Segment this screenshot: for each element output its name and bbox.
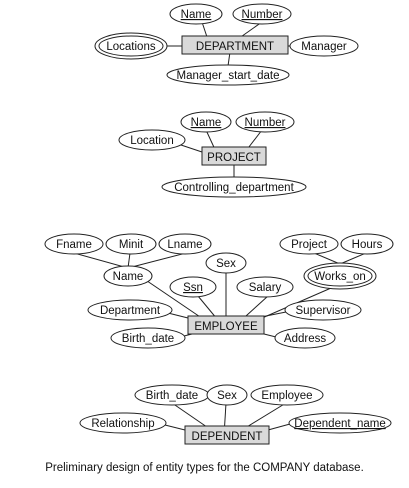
svg-text:Name: Name bbox=[191, 117, 222, 129]
svg-text:Employee: Employee bbox=[261, 390, 312, 402]
attr-project-name: Name bbox=[180, 111, 232, 133]
svg-text:Birth_date: Birth_date bbox=[146, 390, 198, 402]
svg-text:Salary: Salary bbox=[249, 282, 282, 294]
svg-text:Name: Name bbox=[181, 9, 212, 21]
attr-dependent-birth-date: Birth_date bbox=[134, 384, 210, 406]
attr-employee-ssn: Ssn bbox=[169, 276, 217, 298]
attr-dependent-employee: Employee bbox=[250, 384, 324, 406]
attr-employee-project: Project bbox=[279, 233, 339, 255]
attr-employee-fname: Fname bbox=[44, 233, 104, 255]
svg-text:Department: Department bbox=[100, 305, 161, 317]
svg-text:Number: Number bbox=[242, 9, 283, 21]
attr-department-number: Number bbox=[232, 3, 292, 25]
dependent-entity: DEPENDENT bbox=[184, 425, 270, 445]
attr-employee-lname: Lname bbox=[158, 233, 212, 255]
attr-project-location: Location bbox=[118, 129, 186, 151]
department-entity: DEPARTMENT bbox=[181, 35, 289, 55]
svg-text:Fname: Fname bbox=[56, 239, 92, 251]
attr-department-name: Name bbox=[169, 3, 223, 25]
er-diagram: DEPARTMENT Name Number Locations Manager… bbox=[44, 3, 394, 445]
svg-text:Address: Address bbox=[284, 333, 326, 345]
employee-entity: EMPLOYEE bbox=[187, 315, 265, 335]
attr-employee-hours: Hours bbox=[340, 233, 394, 255]
svg-text:Birth_date: Birth_date bbox=[122, 333, 174, 345]
attr-employee-sex: Sex bbox=[205, 252, 247, 274]
svg-text:Minit: Minit bbox=[119, 239, 144, 251]
attr-department-locations: Locations bbox=[94, 32, 168, 60]
figure-caption: Preliminary design of entity types for t… bbox=[45, 462, 364, 474]
svg-text:Locations: Locations bbox=[106, 41, 155, 53]
svg-text:Manager: Manager bbox=[301, 41, 347, 53]
svg-text:Works_on: Works_on bbox=[314, 271, 366, 283]
svg-text:Ssn: Ssn bbox=[183, 282, 203, 294]
attr-employee-salary: Salary bbox=[236, 276, 294, 298]
svg-text:Sex: Sex bbox=[217, 390, 237, 402]
attr-department-manager: Manager bbox=[289, 35, 359, 57]
attr-employee-name: Name bbox=[103, 265, 153, 287]
svg-text:Hours: Hours bbox=[352, 239, 383, 251]
svg-text:Lname: Lname bbox=[167, 239, 202, 251]
attr-employee-works-on: Works_on bbox=[303, 262, 377, 290]
project-entity: PROJECT bbox=[201, 146, 267, 166]
project-label: PROJECT bbox=[207, 152, 261, 164]
attr-employee-birth-date: Birth_date bbox=[110, 327, 186, 349]
svg-text:Supervisor: Supervisor bbox=[296, 305, 351, 317]
svg-text:Name: Name bbox=[113, 271, 144, 283]
attr-dependent-sex: Sex bbox=[206, 384, 248, 406]
attr-project-number: Number bbox=[235, 111, 295, 133]
attr-employee-address: Address bbox=[274, 327, 336, 349]
svg-text:Project: Project bbox=[291, 239, 328, 251]
attr-dependent-relationship: Relationship bbox=[79, 412, 167, 434]
attr-employee-supervisor: Supervisor bbox=[284, 299, 362, 321]
attr-employee-department: Department bbox=[87, 299, 173, 321]
svg-text:Number: Number bbox=[245, 117, 286, 129]
svg-text:Sex: Sex bbox=[216, 258, 236, 270]
attr-department-manager-start-date: Manager_start_date bbox=[166, 64, 290, 86]
svg-text:Manager_start_date: Manager_start_date bbox=[177, 70, 280, 82]
svg-text:Dependent_name: Dependent_name bbox=[294, 418, 385, 430]
svg-text:Relationship: Relationship bbox=[91, 418, 154, 430]
employee-label: EMPLOYEE bbox=[194, 321, 258, 333]
attr-dependent-dependent-name: Dependent_name bbox=[288, 412, 392, 434]
attr-employee-minit: Minit bbox=[105, 233, 157, 255]
department-label: DEPARTMENT bbox=[196, 41, 274, 53]
attr-project-controlling-department: Controlling_department bbox=[161, 176, 307, 198]
svg-text:Location: Location bbox=[130, 135, 173, 147]
svg-text:Controlling_department: Controlling_department bbox=[174, 182, 294, 194]
dependent-label: DEPENDENT bbox=[192, 431, 263, 443]
